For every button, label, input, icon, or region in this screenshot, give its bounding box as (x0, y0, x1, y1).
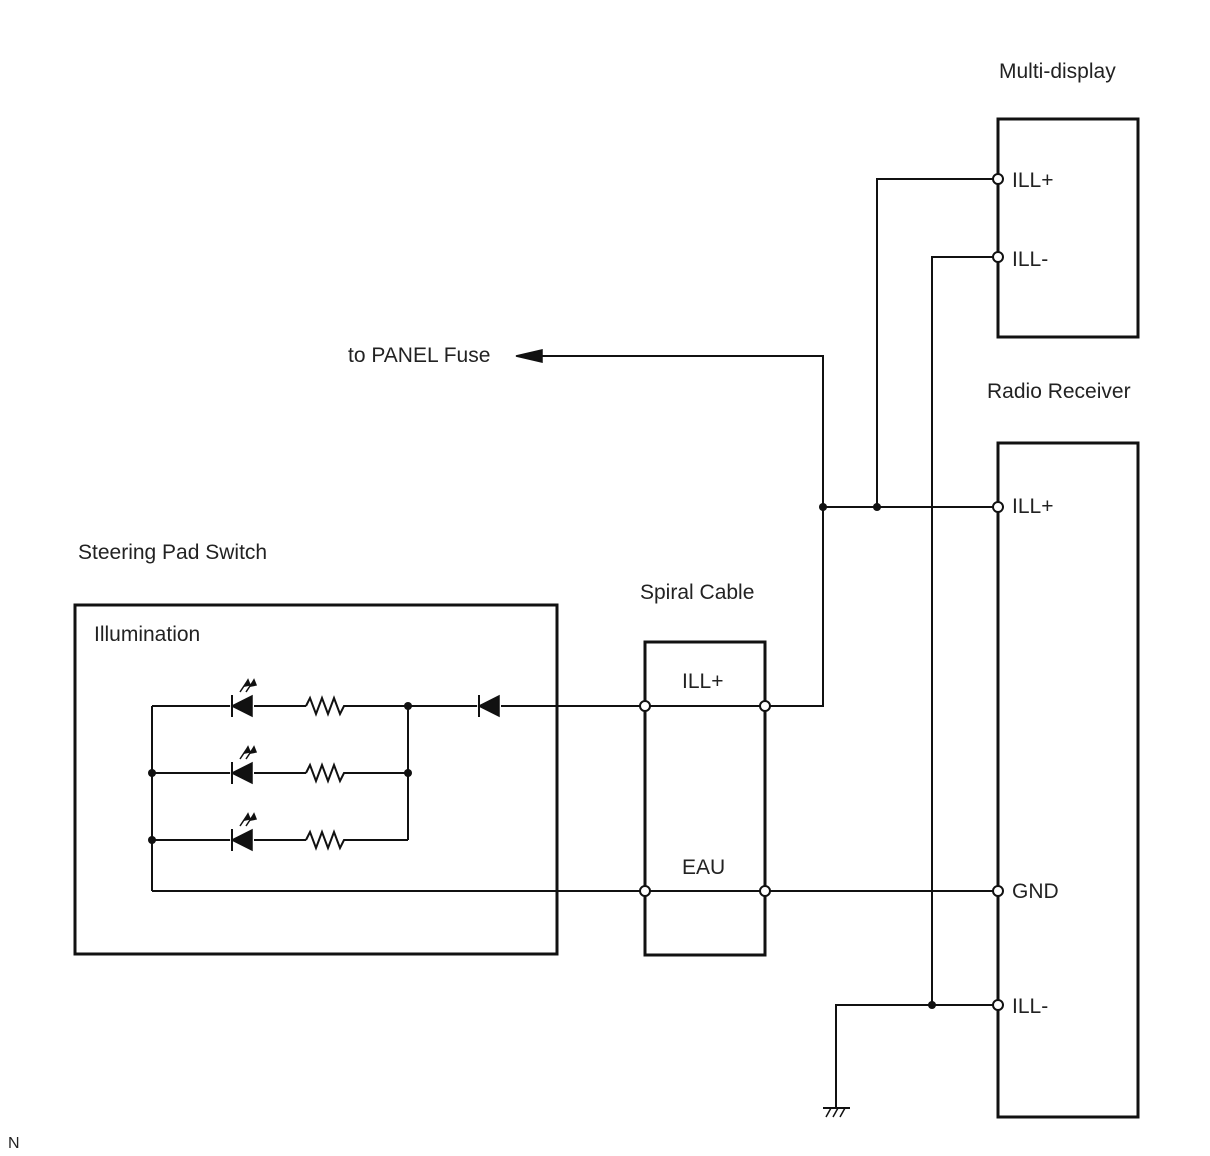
multi-display-box (996, 117, 1140, 339)
steering-pad-switch-title: Steering Pad Switch (78, 541, 267, 564)
junction-dot (873, 503, 881, 511)
wire-panel-fuse (540, 355, 824, 707)
illumination-label: Illumination (94, 623, 200, 646)
wires (151, 178, 998, 1108)
junction-dot (928, 1001, 936, 1009)
junctions (148, 503, 936, 1009)
steering-pad-switch: Steering Pad Switch Illumination (73, 541, 559, 956)
terminal-radio-ill-minus (992, 999, 1004, 1011)
junction-dot (819, 503, 827, 511)
terminal-radio-ill-plus (992, 501, 1004, 513)
terminal-radio-gnd (992, 885, 1004, 897)
multi-display-pin-ill-plus-label: ILL+ (1012, 169, 1053, 192)
illumination-components (230, 678, 501, 852)
radio-receiver-title: Radio Receiver (987, 380, 1131, 403)
radio-receiver-pin-ill-minus-label: ILL- (1012, 995, 1048, 1018)
steering-pad-switch-box (73, 603, 559, 956)
spiral-cable: Spiral Cable ILL+ EAU (640, 581, 767, 957)
multi-display: Multi-display ILL+ ILL- (996, 60, 1140, 339)
wire-ill-minus (931, 256, 998, 1005)
terminal-multi-display-ill-minus (992, 251, 1004, 263)
radio-receiver-box (996, 441, 1140, 1119)
terminal-spiral-eau-in (639, 885, 651, 897)
junction-dot (148, 769, 156, 777)
junction-dot (148, 836, 156, 844)
junction-dot (404, 769, 412, 777)
led-icon (230, 745, 258, 785)
multi-display-title: Multi-display (999, 60, 1116, 83)
radio-receiver-pin-ill-plus-label: ILL+ (1012, 495, 1053, 518)
diode-icon (477, 694, 501, 718)
wire-multi-display-ill-plus (876, 178, 998, 507)
wire-radio-ill-minus-ground (835, 1004, 998, 1108)
panel-fuse-reference: to PANEL Fuse (348, 344, 543, 367)
led-icon (230, 678, 258, 718)
terminals (639, 173, 1004, 1011)
arrow-left-icon (515, 349, 543, 363)
radio-receiver-pin-gnd-label: GND (1012, 880, 1059, 903)
corner-mark: N (8, 1135, 20, 1152)
led-icon (230, 812, 258, 852)
resistor-icon (305, 695, 346, 717)
ground-symbol-icon (823, 1107, 850, 1118)
resistor-icon (305, 829, 346, 851)
resistor-icon (305, 762, 346, 784)
spiral-cable-pin-ill-plus-label: ILL+ (682, 670, 723, 693)
spiral-cable-pin-eau-label: EAU (682, 856, 725, 879)
terminal-multi-display-ill-plus (992, 173, 1004, 185)
panel-fuse-label: to PANEL Fuse (348, 344, 490, 367)
spiral-cable-box (643, 640, 767, 957)
multi-display-pin-ill-minus-label: ILL- (1012, 248, 1048, 271)
spiral-cable-title: Spiral Cable (640, 581, 754, 604)
terminal-spiral-ill-plus-in (639, 700, 651, 712)
junction-dot (404, 702, 412, 710)
terminal-spiral-ill-plus-out (759, 700, 771, 712)
terminal-spiral-eau-out (759, 885, 771, 897)
radio-receiver: Radio Receiver ILL+ GND ILL- (987, 380, 1140, 1119)
